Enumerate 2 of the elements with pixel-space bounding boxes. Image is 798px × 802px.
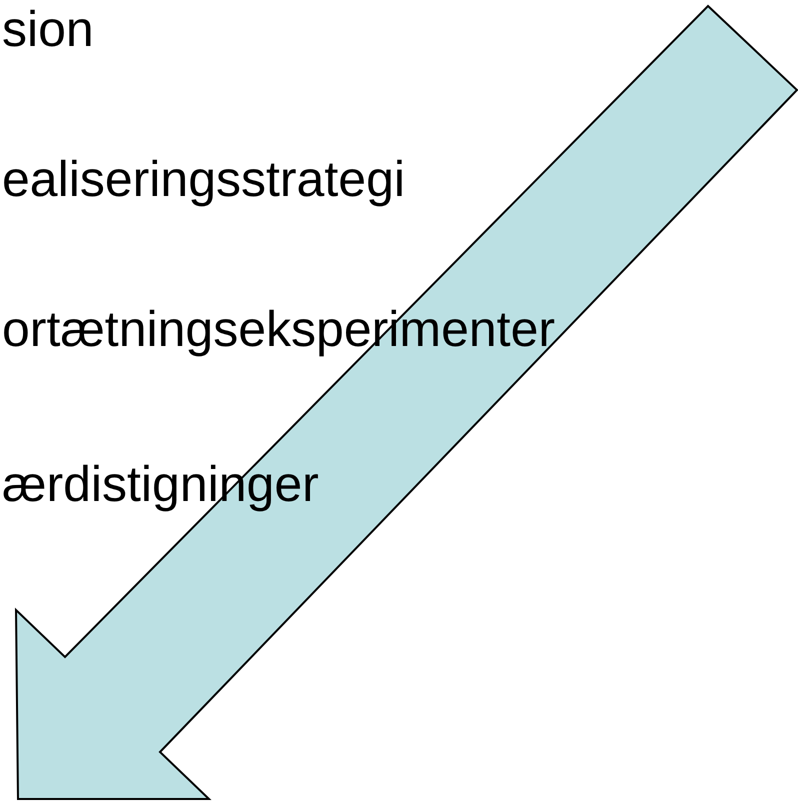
list-item-text: ealiseringsstrategi xyxy=(2,150,405,208)
list-item-text: sion xyxy=(2,0,94,58)
